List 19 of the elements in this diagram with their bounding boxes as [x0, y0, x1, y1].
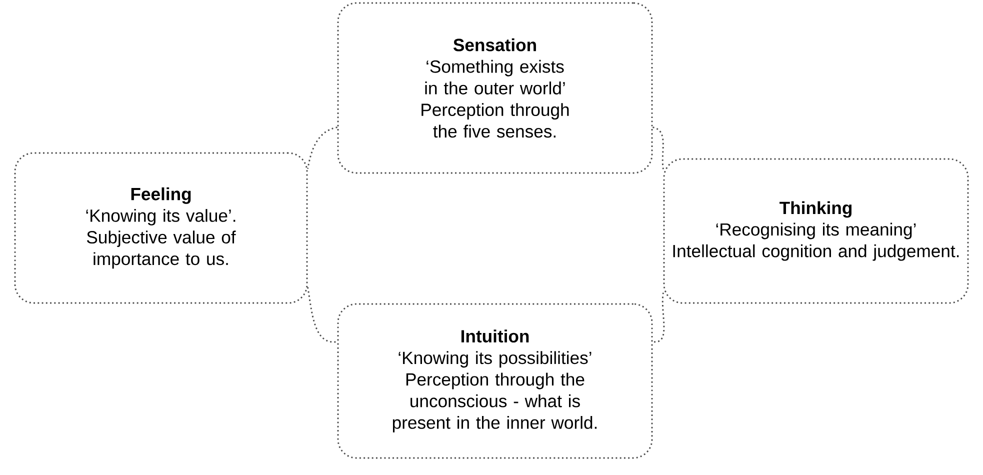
heading: Intuition: [461, 330, 529, 342]
description-text: Perception through the unconscious - what is present in the inner world.: [392, 372, 597, 432]
rounded-box: [14, 152, 308, 304]
heading: Feeling: [131, 187, 191, 204]
heading: Sensation: [453, 38, 536, 52]
quote-text: ‘Knowing its value’.: [86, 209, 236, 226]
rounded-box: [337, 2, 653, 174]
connector-arc: [307, 126, 338, 169]
description-text: Intellectual cognition and judgement.: [673, 244, 959, 261]
connector-arc: [652, 126, 664, 170]
connector-arc: [307, 287, 338, 343]
quote-text: ‘Recognising its meaning’: [716, 222, 916, 240]
description-text: Subjective value of importance to us.: [86, 230, 236, 269]
quote-text: ‘Something exists in the outer world’: [425, 60, 565, 94]
description-text: Perception through the five senses.: [422, 103, 569, 138]
rounded-box: [337, 303, 653, 459]
quote-text: ‘Knowing its possibilities’: [398, 351, 592, 368]
rounded-box: [663, 158, 969, 304]
heading: Thinking: [780, 201, 852, 218]
